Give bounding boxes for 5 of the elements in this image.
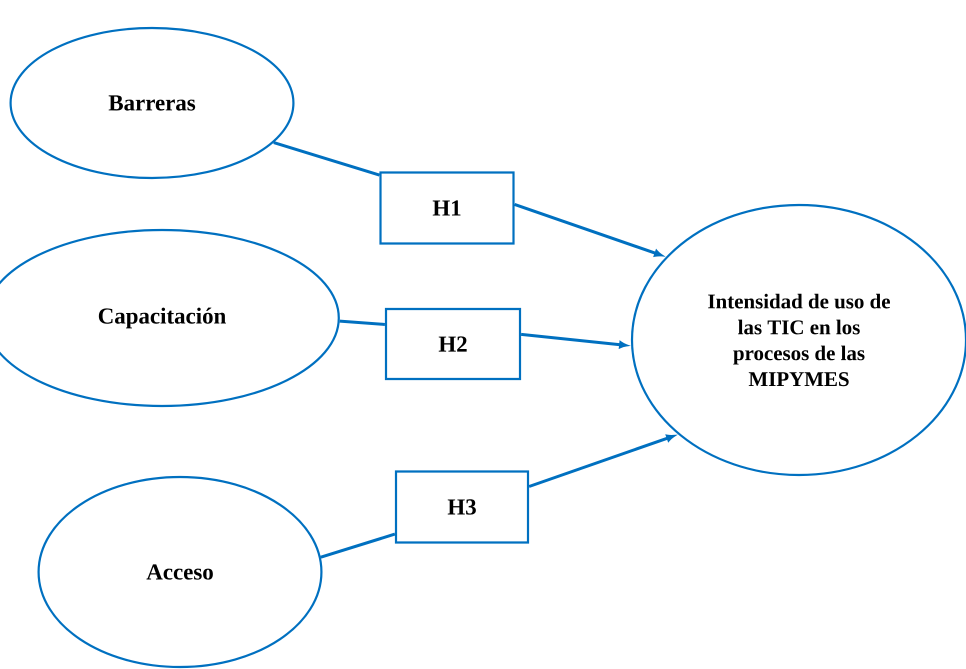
arrow (514, 203, 662, 257)
arrow (528, 434, 675, 488)
hypothesis-box: H1 (379, 171, 515, 245)
hypothesis-box: H2 (384, 308, 522, 380)
hypothesis-box: H3 (394, 470, 530, 544)
